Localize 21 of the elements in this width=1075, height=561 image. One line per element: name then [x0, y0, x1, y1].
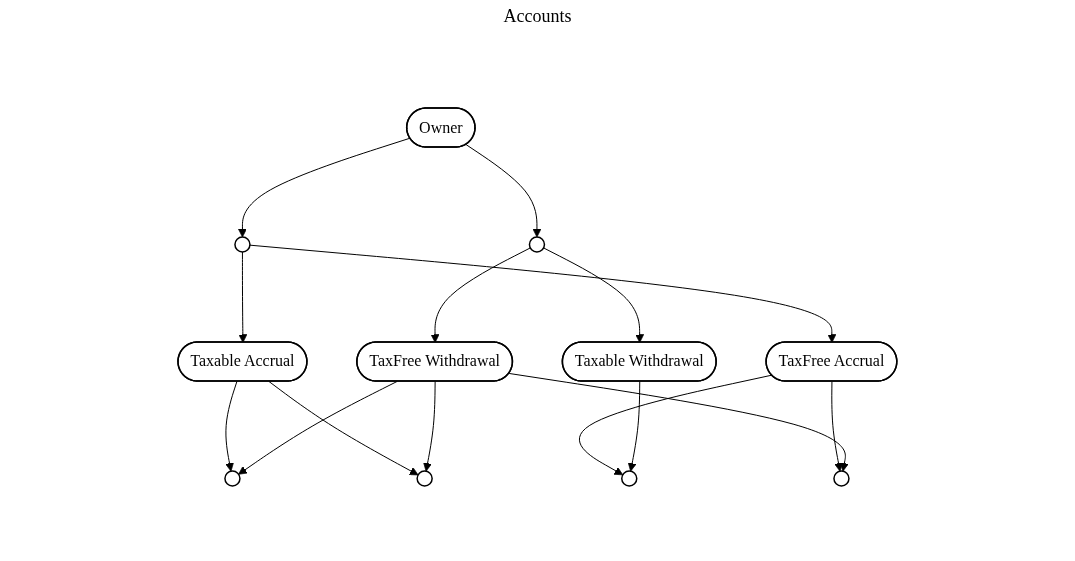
node-circle [234, 236, 251, 253]
arrow [831, 381, 843, 472]
node-circle [833, 470, 850, 487]
arrow [430, 247, 531, 343]
arrow [238, 251, 248, 343]
arrow [508, 372, 849, 472]
arrow [465, 144, 542, 238]
arrow [225, 381, 238, 472]
arrow [423, 381, 436, 472]
arrow [249, 244, 837, 343]
arrow [268, 381, 419, 476]
node-circle [621, 470, 638, 487]
arrow [238, 381, 398, 475]
arrow [238, 137, 411, 238]
arrow [579, 374, 773, 476]
arrow [543, 247, 645, 343]
arrow [627, 381, 641, 472]
node-circle [224, 470, 241, 487]
node-circle [528, 236, 546, 253]
node-circle [416, 470, 433, 487]
group-label: Accounts [503, 6, 572, 26]
